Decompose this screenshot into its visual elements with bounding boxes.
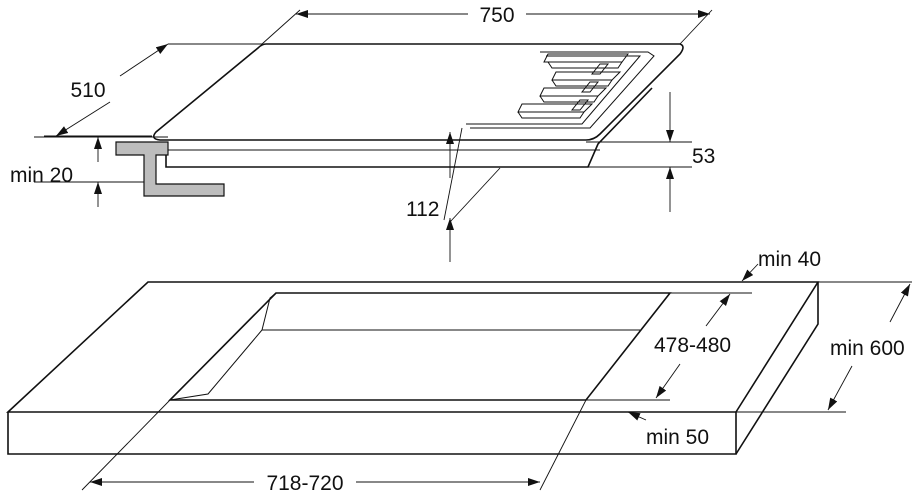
dim-hob-width: 750 (261, 4, 713, 45)
label-478-480: 478-480 (654, 334, 731, 357)
dim-below-depth: 112 (406, 127, 501, 262)
label-min-20: min 20 (10, 164, 73, 187)
dim-min-40: min 40 (670, 248, 912, 294)
cutout-inner (169, 292, 640, 401)
dim-min-20: min 20 (10, 137, 102, 207)
control-knobs (517, 53, 629, 119)
dim-cutout-width: 718-720 (81, 399, 587, 495)
worktop-front (7, 412, 737, 455)
dim-cutout-depth: 478-480 (590, 293, 731, 401)
hob-drawing (34, 43, 684, 197)
label-53: 53 (692, 145, 715, 168)
worktop-side (735, 282, 819, 455)
dim-min-50: min 50 (586, 399, 709, 449)
label-510: 510 (70, 79, 105, 102)
label-750: 750 (479, 4, 514, 27)
label-min-40: min 40 (758, 248, 821, 271)
dim-worktop-depth: min 600 (736, 283, 911, 413)
hob-glass (152, 43, 684, 141)
label-718-720: 718-720 (266, 472, 343, 495)
dim-hob-height: 53 (586, 92, 715, 212)
label-min-50: min 50 (646, 426, 709, 449)
label-min-600: min 600 (830, 337, 905, 360)
control-panel (470, 51, 655, 129)
label-112: 112 (406, 198, 439, 221)
control-panel-inner (466, 55, 642, 125)
cutout (168, 292, 672, 401)
mounting-bracket-icon (115, 141, 225, 197)
dim-hob-depth: 510 (44, 43, 262, 137)
